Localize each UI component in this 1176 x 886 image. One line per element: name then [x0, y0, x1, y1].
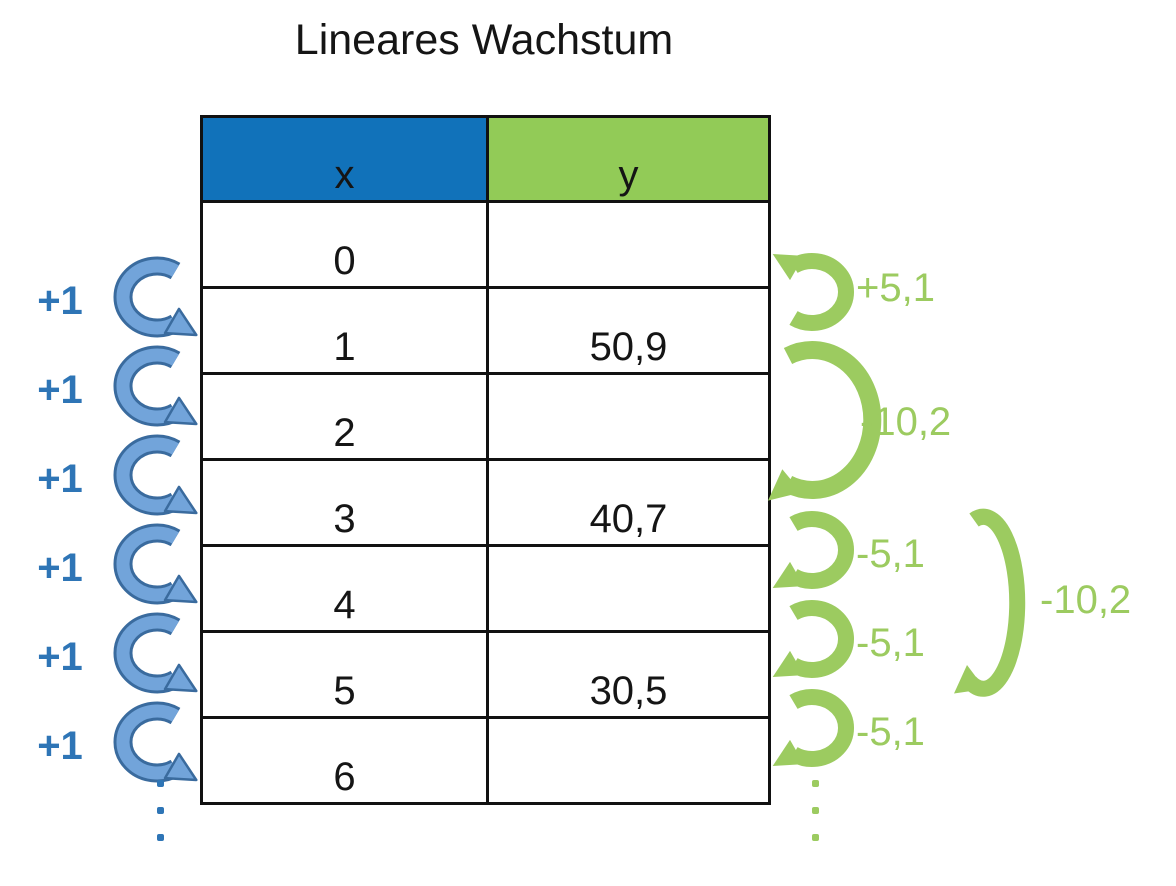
- ellipsis-dot: [812, 780, 819, 787]
- y-cell: [486, 544, 771, 633]
- curved-arrow-down-icon: [107, 255, 201, 345]
- curved-arrow-down-icon: [107, 522, 201, 612]
- x-cell: 1: [200, 286, 489, 375]
- y-cell: [486, 200, 771, 289]
- curved-arrow-down-icon: [107, 700, 201, 790]
- y-double-step-label: -10,2: [860, 400, 952, 444]
- x-cell: 3: [200, 458, 489, 547]
- table-row: 4: [200, 544, 771, 633]
- table-row: 6: [200, 716, 771, 805]
- header-cell-x: x: [200, 115, 489, 203]
- y-cell: 30,5: [486, 630, 771, 719]
- table-row: 2: [200, 372, 771, 461]
- y-cell: [486, 716, 771, 805]
- x-step-label: +1: [37, 457, 83, 501]
- y-cell: 40,7: [486, 458, 771, 547]
- table-row: 5 30,5: [200, 630, 771, 719]
- x-cell: 6: [200, 716, 489, 805]
- curved-arrow-down-icon: [107, 433, 201, 523]
- curved-arrow-up-icon: [768, 250, 862, 334]
- y-step-down-label: -5,1: [856, 621, 925, 665]
- ellipsis-dot: [812, 807, 819, 814]
- page-title: Lineares Wachstum: [294, 16, 674, 64]
- curved-arrow-down-icon: [768, 686, 862, 776]
- value-table: x y 0 1 50,9 2 3 40,7 4 5 30,5 6: [200, 115, 771, 805]
- y-cell: 50,9: [486, 286, 771, 375]
- y-double-step-label: -10,2: [1040, 578, 1132, 622]
- header-cell-y: y: [486, 115, 771, 203]
- x-step-label: +1: [37, 546, 83, 590]
- x-cell: 0: [200, 200, 489, 289]
- ellipsis-dot: [157, 807, 164, 814]
- x-step-label: +1: [37, 279, 83, 323]
- x-step-label: +1: [37, 368, 83, 412]
- curved-arrow-down-icon: [768, 508, 862, 598]
- curved-arrow-down-icon: [768, 597, 862, 687]
- x-cell: 4: [200, 544, 489, 633]
- ellipsis-dot: [157, 780, 164, 787]
- curved-arrow-down-icon: [107, 344, 201, 434]
- table-header-row: x y: [200, 115, 771, 203]
- x-cell: 5: [200, 630, 489, 719]
- table-row: 3 40,7: [200, 458, 771, 547]
- y-cell: [486, 372, 771, 461]
- x-step-label: +1: [37, 635, 83, 679]
- y-step-down-label: -5,1: [856, 710, 925, 754]
- curved-arrow-double-down-icon: [766, 341, 884, 502]
- y-step-down-label: -5,1: [856, 532, 925, 576]
- y-step-up-label: +5,1: [856, 266, 935, 310]
- curved-arrow-double-down-icon: [954, 506, 1028, 702]
- x-cell: 2: [200, 372, 489, 461]
- ellipsis-dot: [157, 834, 164, 841]
- x-step-label: +1: [37, 724, 83, 768]
- curved-arrow-down-icon: [107, 611, 201, 701]
- ellipsis-dot: [812, 834, 819, 841]
- table-row: 1 50,9: [200, 286, 771, 375]
- table-row: 0: [200, 200, 771, 289]
